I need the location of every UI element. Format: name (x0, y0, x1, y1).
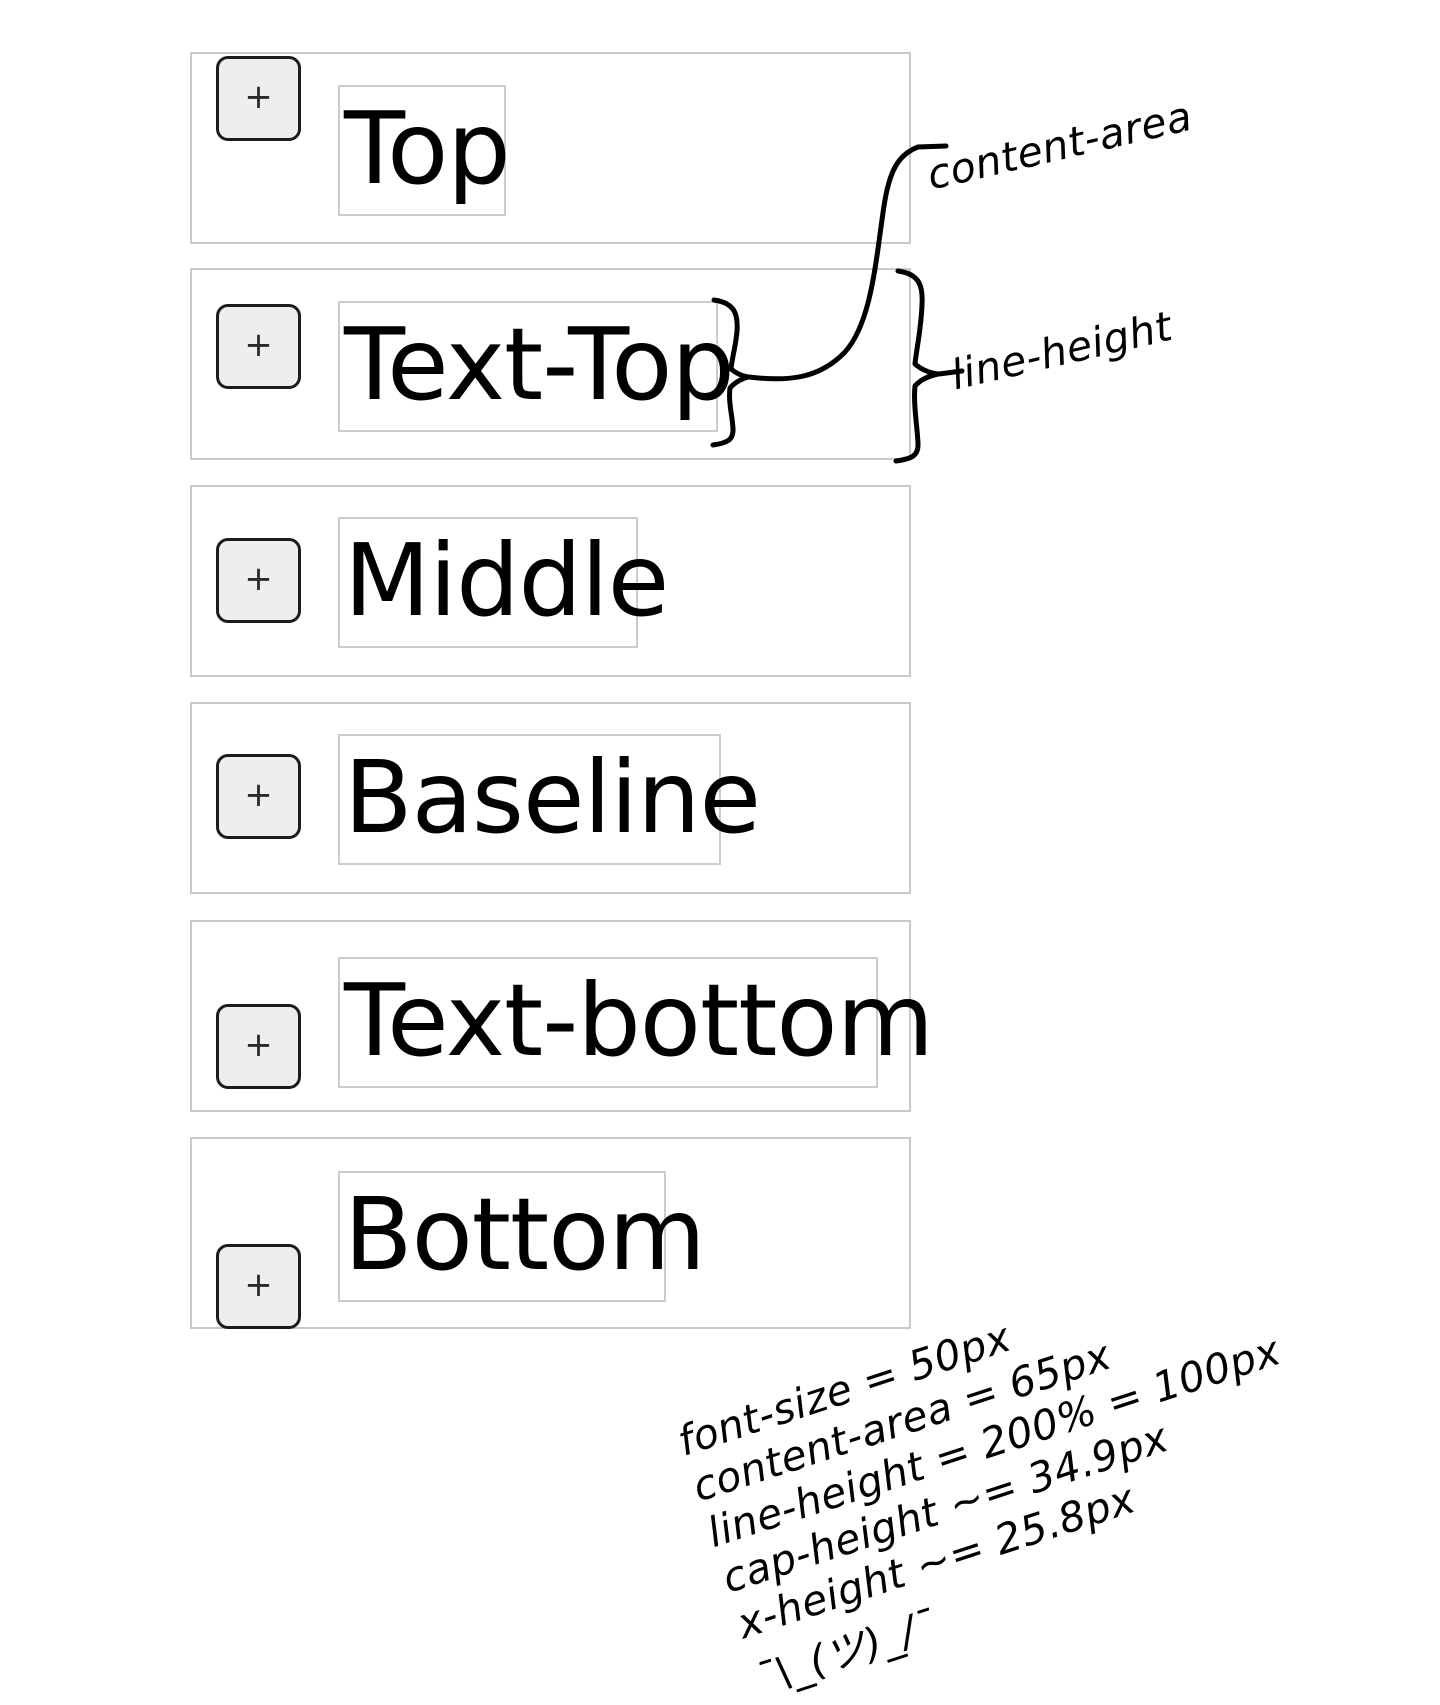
diagram-stage: + Top + Text-Top + Middle (190, 52, 1286, 1703)
content-area-bottom: Bottom (338, 1171, 706, 1302)
plus-icon: + (244, 1265, 273, 1305)
align-row-top: + Top (190, 52, 911, 244)
plus-icon: + (244, 325, 273, 365)
align-label-bottom: Bottom (344, 1176, 706, 1293)
line-box: + Middle (192, 487, 909, 675)
align-row-middle: + Middle (190, 485, 911, 677)
align-row-baseline: + Baseline (190, 702, 911, 894)
align-label-top: Top (344, 90, 511, 207)
content-area-text-bottom: Text-bottom (338, 957, 934, 1088)
align-label-text-bottom: Text-bottom (344, 962, 934, 1079)
plus-icon: + (244, 77, 273, 117)
plus-icon: + (244, 775, 273, 815)
align-label-middle: Middle (344, 522, 669, 639)
plus-icon: + (244, 1025, 273, 1065)
plus-icon: + (244, 559, 273, 599)
annotation-content-area: content-area (922, 91, 1197, 200)
plus-button-top[interactable]: + (216, 56, 301, 141)
content-area-middle: Middle (338, 517, 669, 648)
line-box: + Top (192, 54, 909, 242)
plus-button-middle[interactable]: + (216, 538, 301, 623)
content-area-top: Top (338, 85, 511, 216)
plus-button-text-top[interactable]: + (216, 304, 301, 389)
plus-button-text-bottom[interactable]: + (216, 1004, 301, 1089)
plus-button-bottom[interactable]: + (216, 1244, 301, 1329)
content-area-baseline: Baseline (338, 734, 761, 865)
annotation-line-height: line-height (946, 302, 1177, 400)
line-box: + Text-bottom (192, 922, 934, 1110)
align-row-text-bottom: + Text-bottom (190, 920, 934, 1112)
align-label-baseline: Baseline (344, 739, 761, 856)
line-box: + Baseline (192, 704, 909, 892)
plus-button-baseline[interactable]: + (216, 754, 301, 839)
align-label-text-top: Text-Top (344, 306, 735, 423)
line-box: + Bottom (192, 1139, 909, 1329)
line-box: + Text-Top (192, 270, 909, 458)
content-area-text-top: Text-Top (338, 301, 735, 432)
align-row-text-top: + Text-Top (190, 268, 911, 460)
align-row-bottom: + Bottom (190, 1137, 911, 1329)
